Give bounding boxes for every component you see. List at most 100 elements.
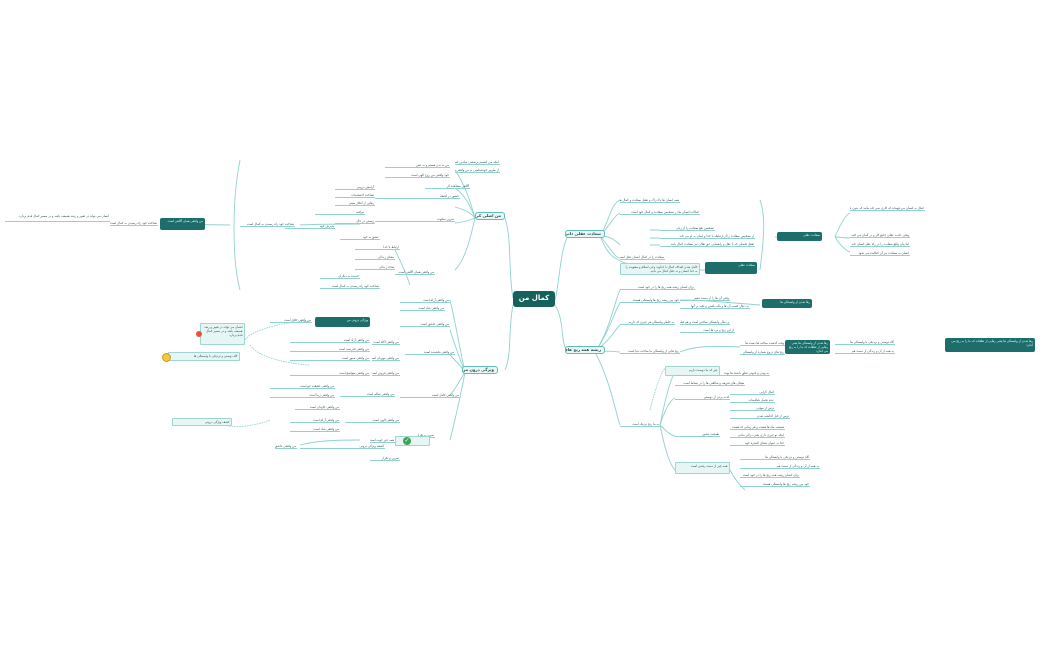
branch4-leaf: من واقعی جاودان است: [295, 405, 340, 410]
branch-title[interactable]: ویژگی درون من: [462, 366, 498, 374]
branch4-leaf: کشف ویژگی درونی: [300, 444, 385, 449]
branch3-far-leaf: شناخت خود راه رسیدن به کمال است: [110, 221, 158, 226]
branch3-leaf: حضور در لحظه: [375, 194, 460, 199]
branch1-side-leaf: کمال به انسان می فهماند که کاری نمی کند …: [850, 206, 925, 211]
branch2-leaf: طبیعت عشق: [675, 432, 720, 437]
alert-icon: [196, 331, 202, 337]
branch3-leaf: خدمت به دیگران: [320, 274, 360, 279]
branch2-leaf: برای انسان ریشه همه رنج ها را در خود است: [620, 285, 695, 290]
branch4-highlight[interactable]: ویژگی درونی من: [315, 317, 370, 327]
branch3-leaf: ارتباط با خدا: [355, 245, 400, 250]
branch1-leaf: همه انسان ها با ادراک و تعقل سعادت و کما…: [620, 198, 680, 203]
branch1-side-leaf: وقتی عادت عقلی جامع کار و در گمان می کنن…: [850, 233, 910, 238]
branch2-leaf: به خاطر وابستگی هر چیزی که داریم: [620, 320, 675, 325]
lightbulb-icon: [162, 353, 171, 362]
branch1-side-leaf: انسان به سعادت نیز آن کمالیت می شود: [850, 251, 910, 256]
branch4-leaf: همه چیز خوب است: [370, 438, 395, 443]
branch2-leaf: به ما رنج نزدیک است: [620, 422, 660, 427]
branch3-leaf: از طریق خودشناسی به من واقعی میرسیم: [455, 168, 500, 173]
branch4-leaf: من واقعی خلاق است: [270, 318, 312, 323]
branch4-leaf: من واقعی حقیقت جو است: [270, 384, 335, 389]
branch4-leaf: من واقعی عاشق است: [275, 444, 297, 449]
branch2-leaf: از این رنج و درد ها است: [680, 328, 735, 333]
branch2-far-note[interactable]: رها شدن از وابستگی ها یعنی رهایی از تعلق…: [945, 338, 1035, 352]
branch4-leaf: من واقعی مهربان است: [372, 356, 400, 361]
branch3-leaf: پذیرش خود: [285, 224, 335, 229]
branch4-check-box: [395, 436, 430, 446]
branch4-leaf: من واقعی عاشق است: [400, 322, 450, 327]
branch3-leaf: عشق به خود: [340, 235, 380, 240]
branch2-leaf: گاه دوستی و نزدیکی با وابستگی ها: [740, 455, 810, 460]
branch4-leaf: من واقعی آزاد است: [290, 338, 370, 343]
branch3-leaf: تمرین سکوت: [375, 217, 455, 222]
branch3-leaf: شناخت احساسات: [335, 193, 375, 198]
branch4-leaf: من واقعی کامل است: [400, 393, 460, 398]
branch2-leaf: اینکه تو چیزی داری یعنی درگیر ماندن: [730, 433, 785, 438]
branch1-leaf: کمالات انسان ها در تشخیص سعادت و کمال خو…: [620, 210, 700, 215]
branch1-leaf: سعادت را در کمال انسان عقل است: [620, 255, 665, 260]
branch3-highlight[interactable]: من واقعی همان آگاهی است: [160, 218, 205, 230]
branch4-leaf: من واقعی بخشنده است: [405, 350, 455, 355]
branch1-side-highlight[interactable]: سعادت عقلی: [777, 232, 822, 241]
root-node[interactable]: کمال من: [513, 291, 555, 307]
branch2-leaf: هیجان های تعریف و شگفتی ها را در بساط اس…: [675, 381, 745, 386]
branch3-leaf: معنای زندگی: [355, 255, 395, 260]
branch4-leaf: من واقعی فروتن است: [372, 371, 400, 376]
branch4-leaf: من واقعی زیبا است: [270, 393, 335, 398]
branch3-mid-leaf: شناخت خود راه رسیدن به کمال است: [240, 222, 295, 227]
branch-title[interactable]: من اصلی کی: [475, 212, 505, 220]
branch1-leaf: تشخیص نفع سعادت را از زیان: [660, 226, 715, 231]
branch2-leaf: کمال گرایی: [730, 390, 775, 395]
branch4-leaf: من واقعی سالم است: [340, 392, 395, 397]
branch2-leaf: رنج های دروغ شماره از وابستگی: [740, 350, 785, 355]
branch3-leaf: مراقبه: [315, 210, 365, 215]
branch2-highlight[interactable]: رها شدن از وابستگی ها: [762, 299, 812, 308]
branch2-leaf: به دنبال کسب آن ها و نگه داشتن و تکیه بر…: [680, 304, 750, 309]
branch4-leaf: من واقعی صبور است: [290, 356, 370, 361]
branch3-leaf: خود واقعی من روح الهی است: [385, 173, 450, 178]
branch3-leaf: هدف زندگی: [355, 265, 395, 270]
branch-title[interactable]: ریشه همه رنج های انسان: [565, 346, 605, 354]
branch2-side-leaf: به همه از آن و زندگی از دست هم: [835, 349, 895, 354]
branch3-far-leaf: انسان می تواند در تغییر و رشد همیشه باشد…: [5, 214, 110, 222]
branch4-leaf: تمرین و تکرار: [370, 456, 400, 461]
branch1-leaf: از تشخیص سعادت را از ارتباطه با خدا و ای…: [660, 234, 755, 239]
callout-note: انسان می تواند در تغییر و رشد همیشه باشد…: [200, 323, 245, 345]
callout-note: کشف ویژگی درونی: [172, 418, 232, 426]
branch4-leaf: من واقعی متواضع است: [290, 371, 370, 376]
callout-note: گاه دوستی و نزدیکی با وابستگی ها: [168, 352, 240, 361]
branch3-leaf: رهایی از افکار منفی: [335, 201, 375, 206]
branch2-leaf: خدا به عنوان معنای گستره خود: [730, 441, 785, 446]
branch2-note-dark[interactable]: رها شدن از وابستگی ها یعنی رهایی از تعلق…: [785, 340, 830, 354]
branch3-leaf: اینکه من کیستم پرسشی بنیادین است: [455, 160, 500, 165]
branch3-leaf: زیستن در حال: [335, 219, 375, 224]
branch2-leaf: و دنبال وابستگی ساختن است و هم فیلم ها: [680, 320, 730, 325]
branch4-leaf: من واقعی الهی است: [345, 418, 400, 423]
branch3-leaf: من واقعی همان آگاهی است: [395, 270, 435, 275]
branch2-leaf: ترس از کنار گذاشته شدن: [730, 414, 790, 419]
branch3-leaf: شناخت خود راه رسیدن به کمال است: [320, 284, 380, 289]
branch2-leaf: همیشه ماه ها هست و هر زمانی که هست: [730, 425, 785, 430]
branch2-leaf: خود بین ریشه رنج ها وابستگی هستند: [620, 298, 680, 303]
branch1-highlight[interactable]: سعادت عقلی: [705, 262, 757, 274]
checkmark-icon: ✓: [403, 437, 411, 445]
branch2-leaf: عدم تحمل ناملایمات: [730, 398, 775, 403]
branch3-leaf: من نه بدن هستم و نه ذهن: [385, 163, 450, 168]
branch2-leaf: به همه از آن و زندگی از دست هم: [740, 464, 820, 469]
branch4-leaf: من واقعی قدرتمند است: [290, 347, 370, 352]
branch2-side-leaf: گاه دوستی و نزدیکی با وابستگی ها: [835, 340, 895, 345]
branch4-leaf: من واقعی آرام است: [290, 418, 340, 423]
branch1-side-leaf: اما بیان واقع سعادت را در راه عقل انسان …: [850, 242, 910, 247]
branch2-leaf: به بودن و نابودن تعلق داشته ها بوده: [675, 371, 770, 376]
branch2-leaf: ترس از تنهایی: [730, 406, 775, 411]
branch4-leaf: من واقعی شاد است: [290, 427, 340, 432]
branch3-leaf: آگاهی مشاهده گر: [425, 184, 470, 189]
branch2-leaf: وقت گذشت ساخته ها دست ها: [740, 341, 785, 346]
branch2-leaf: لذت بردن از دوستی: [675, 395, 730, 400]
branch-title[interactable]: سعادت عقلی ذاتی انسان: [565, 230, 605, 238]
branch2-leaf: رنج هایی از وابستگی ما ساخت دنیا است: [620, 349, 680, 354]
branch1-leaf: تعقل فاصلی که با عقل و راهنمایی حق تعالی…: [660, 242, 755, 247]
branch3-leaf: آرامش درونی: [335, 185, 375, 190]
